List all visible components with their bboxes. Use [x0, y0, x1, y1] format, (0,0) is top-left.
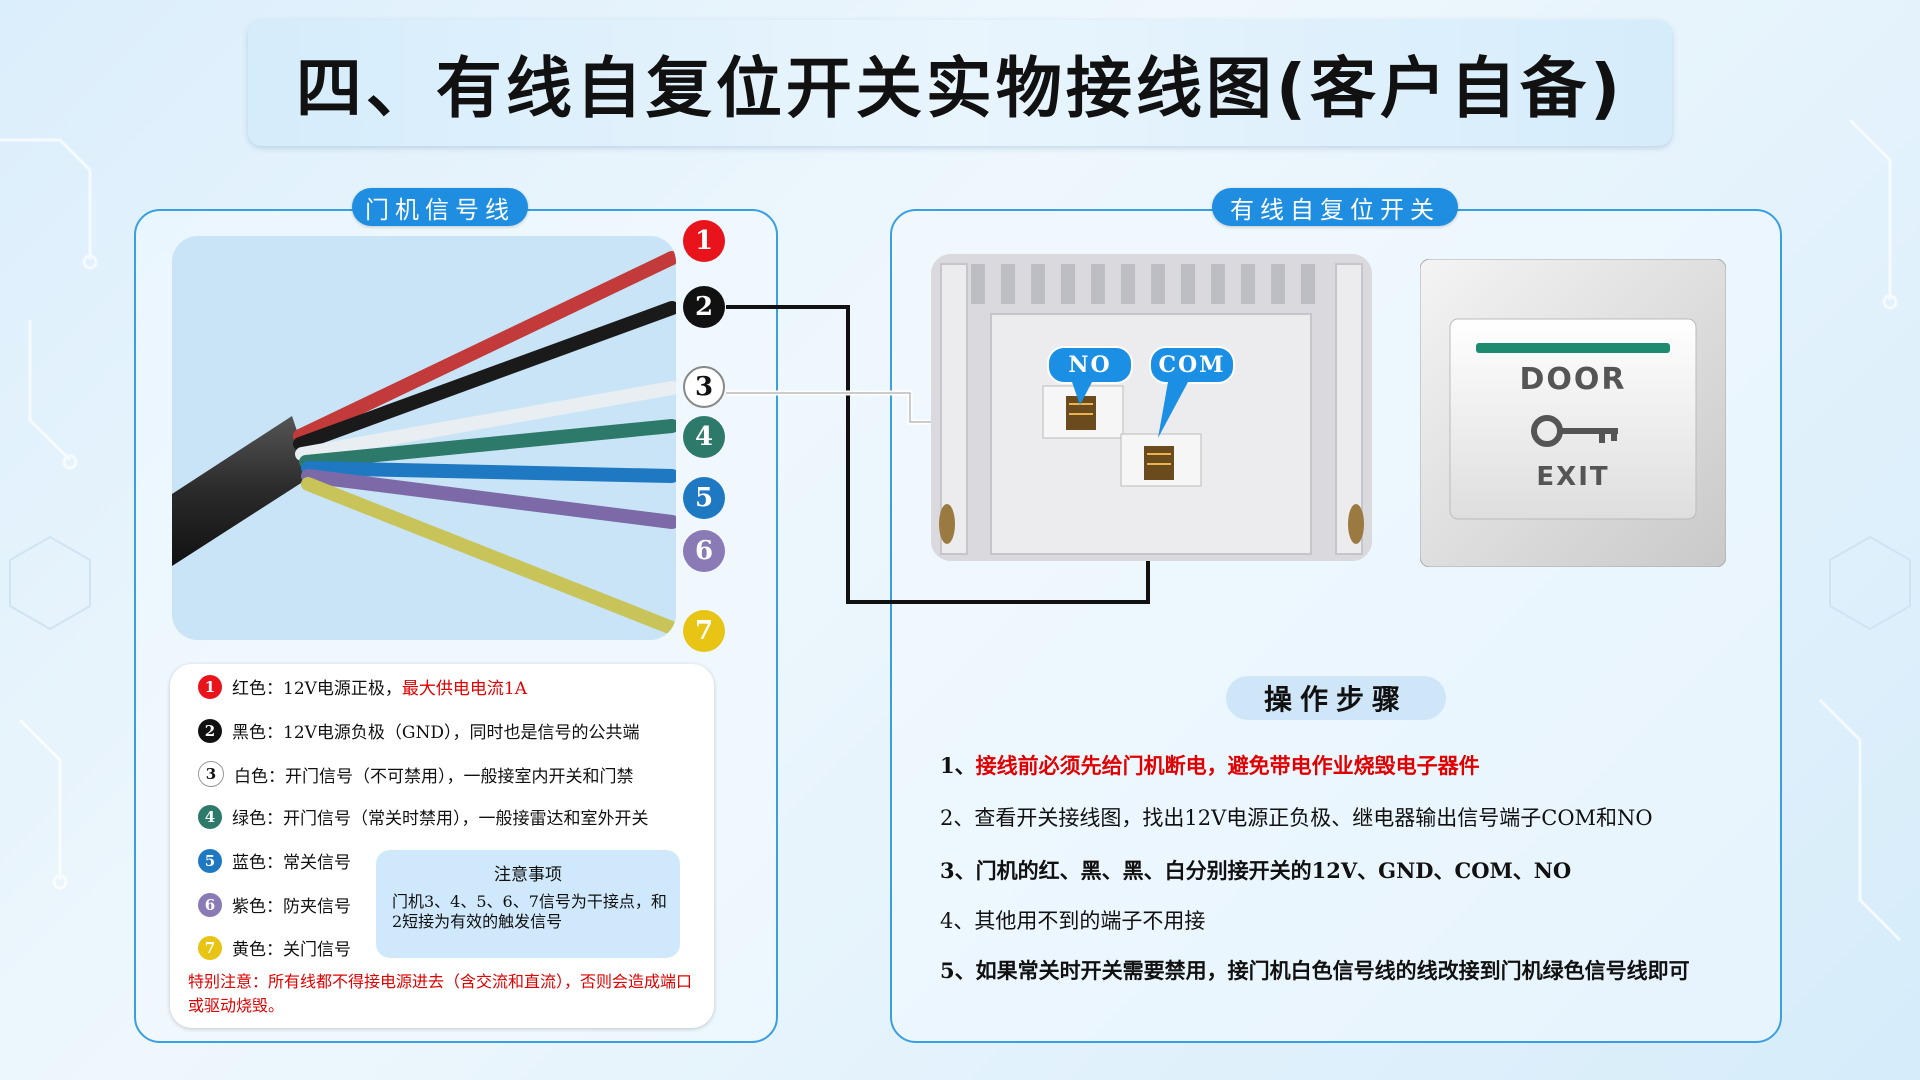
note-box: 注意事项 门机3、4、5、6、7信号为干接点，和2短接为有效的触发信号 — [376, 850, 680, 958]
step-5: 5、如果常关时开关需要禁用，接门机白色信号线的线改接到门机绿色信号线即可 — [940, 955, 1690, 985]
title-banner: 四、有线自复位开关实物接线图(客户自备) — [248, 20, 1672, 146]
step-number: 2、 — [940, 806, 975, 830]
step-3: 3、门机的红、黑、黑、白分别接开关的12V、GND、COM、NO — [940, 855, 1571, 885]
door-exit-button-photo: DOOR EXIT — [1420, 259, 1726, 567]
wire-legend: 1 红色：12V电源正极，最大供电电流1A 2 黑色：12V电源负极（GND），同时也… — [170, 664, 714, 1028]
wire-number-7: 7 — [683, 610, 725, 652]
legend-number-1: 1 — [198, 674, 222, 699]
step-text: 接线前必须先给门机断电，避免带电作业烧毁电子器件 — [975, 753, 1480, 778]
step-text: 其他用不到的端子不用接 — [974, 909, 1206, 933]
legend-number-7: 7 — [198, 935, 222, 960]
legend-text: 白色：开门信号（不可禁用），一般接室内开关和门禁 — [234, 766, 634, 787]
legend-item: 3 白色：开门信号（不可禁用），一般接室内开关和门禁 — [198, 761, 634, 787]
step-2: 2、查看开关接线图，找出12V电源正负极、继电器输出信号端子COM和NO — [940, 802, 1653, 832]
step-number: 5、 — [940, 958, 976, 983]
exit-label: EXIT — [1536, 462, 1610, 492]
right-panel-label: 有线自复位开关 — [1212, 188, 1458, 226]
note-body: 门机3、4、5、6、7信号为干接点，和2短接为有效的触发信号 — [392, 892, 667, 931]
step-number: 3、 — [940, 858, 976, 883]
legend-number-5: 5 — [198, 848, 222, 873]
legend-number-6: 6 — [198, 892, 222, 917]
door-label: DOOR — [1519, 362, 1627, 397]
page-title: 四、有线自复位开关实物接线图(客户自备) — [295, 50, 1625, 127]
legend-item: 1 红色：12V电源正极，最大供电电流1A — [198, 674, 527, 699]
left-panel-label: 门机信号线 — [352, 188, 528, 226]
step-4: 4、其他用不到的端子不用接 — [940, 905, 1205, 935]
no-terminal-callout: NO — [1047, 346, 1133, 384]
legend-item: 6 紫色：防夹信号 — [198, 892, 351, 917]
legend-item: 2 黑色：12V电源负极（GND），同时也是信号的公共端 — [198, 718, 640, 743]
step-text: 门机的红、黑、黑、白分别接开关的12V、GND、COM、NO — [975, 858, 1572, 883]
legend-text: 红色：12V电源正极， — [232, 679, 402, 699]
step-number: 1、 — [940, 753, 976, 778]
relay-terminal-photo — [931, 254, 1372, 561]
legend-item: 7 黄色：关门信号 — [198, 935, 351, 960]
steps-title: 操作步骤 — [1226, 676, 1446, 720]
step-1: 1、接线前必须先给门机断电，避免带电作业烧毁电子器件 — [940, 750, 1480, 780]
step-number: 4、 — [940, 909, 975, 933]
legend-text: 紫色：防夹信号 — [232, 897, 351, 917]
legend-number-2: 2 — [198, 718, 222, 743]
com-terminal-callout: COM — [1149, 346, 1235, 384]
wire-number-6: 6 — [683, 530, 725, 572]
legend-text: 蓝色：常关信号 — [232, 853, 351, 873]
step-text: 如果常关时开关需要禁用，接门机白色信号线的线改接到门机绿色信号线即可 — [975, 958, 1690, 983]
legend-highlight: 最大供电电流1A — [401, 679, 528, 699]
warning-text: 特别注意：所有线都不得接电源进去（含交流和直流），否则会造成端口或驱动烧毁。 — [188, 972, 693, 1015]
legend-text: 黑色：12V电源负极（GND），同时也是信号的公共端 — [232, 723, 640, 743]
legend-text: 绿色：开门信号（常关时禁用），一般接雷达和室外开关 — [232, 809, 649, 829]
legend-item: 4 绿色：开门信号（常关时禁用），一般接雷达和室外开关 — [198, 804, 649, 829]
wire-number-4: 4 — [683, 416, 725, 458]
legend-number-4: 4 — [198, 804, 222, 829]
note-title: 注意事项 — [494, 865, 562, 885]
wire-number-5: 5 — [683, 477, 725, 519]
wire-number-1: 1 — [683, 220, 725, 262]
legend-number-3: 3 — [198, 761, 224, 787]
wire-number-2: 2 — [683, 286, 725, 328]
step-text: 查看开关接线图，找出12V电源正负极、继电器输出信号端子COM和NO — [974, 806, 1653, 830]
legend-text: 黄色：关门信号 — [232, 940, 351, 960]
wire-number-3: 3 — [683, 366, 725, 408]
legend-item: 5 蓝色：常关信号 — [198, 848, 351, 873]
cable-photo — [172, 236, 676, 640]
